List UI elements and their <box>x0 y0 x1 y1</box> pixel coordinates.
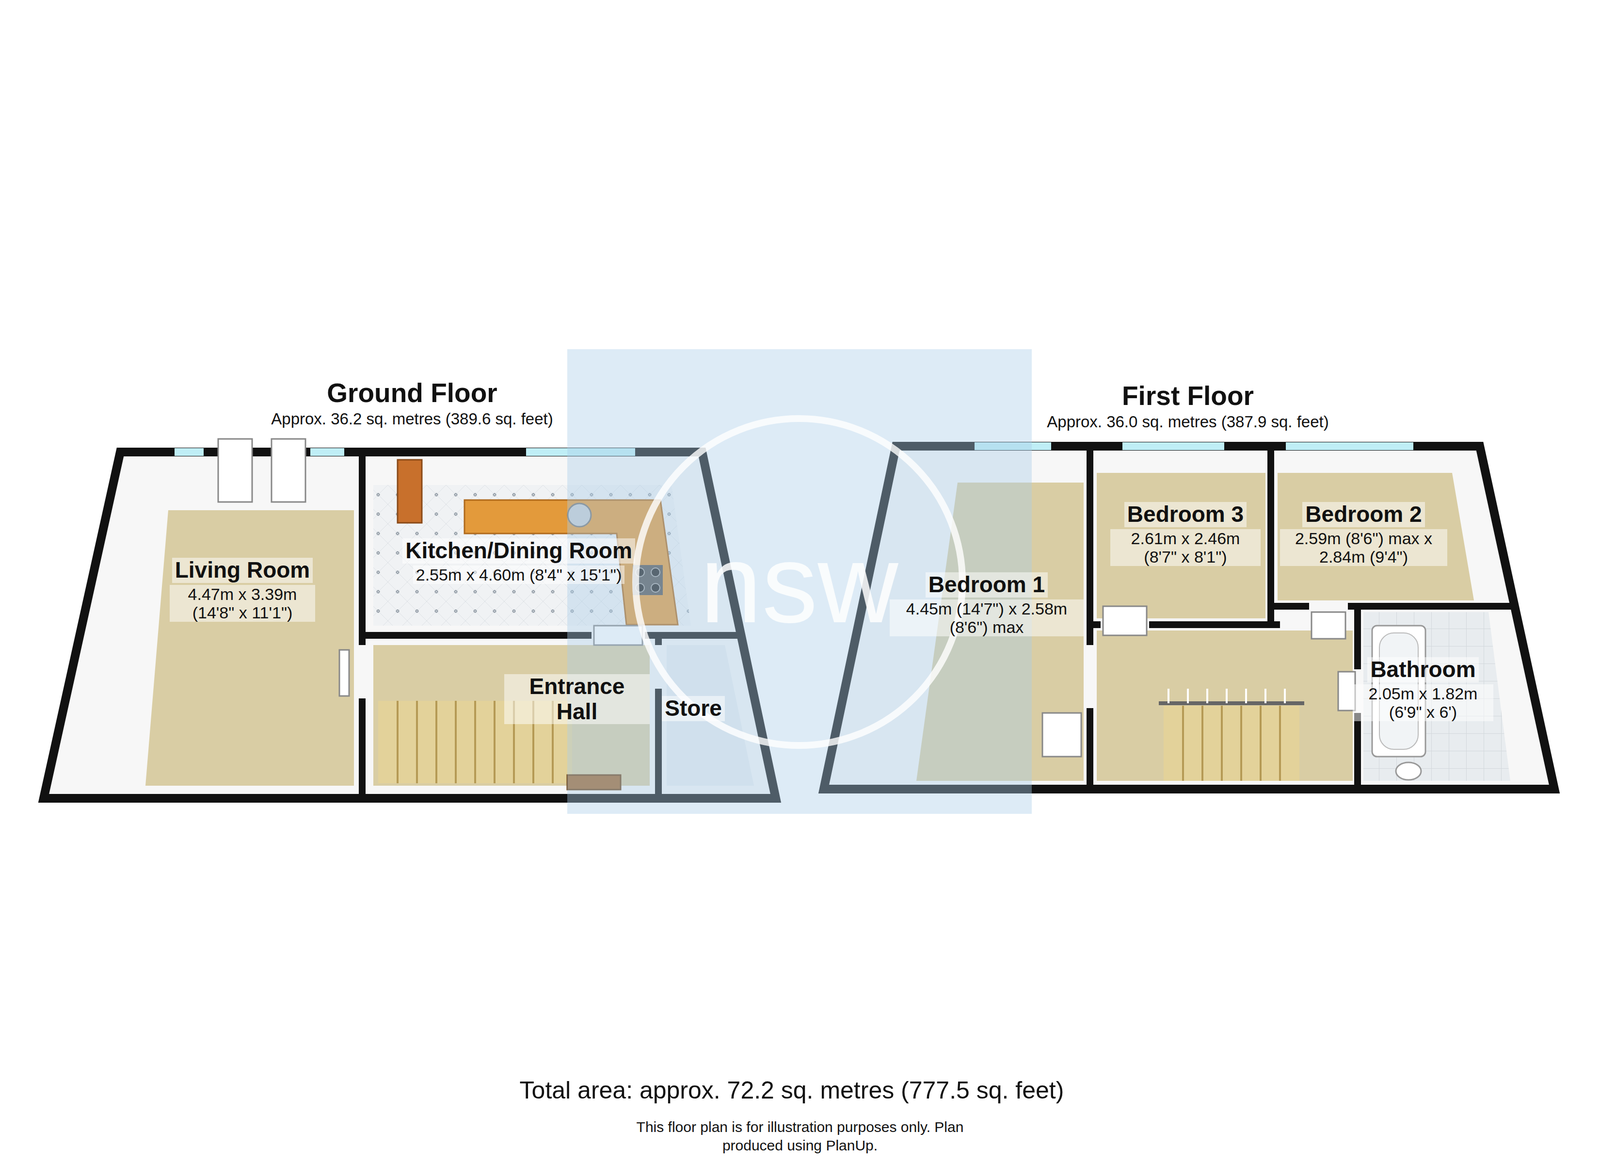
carpet <box>145 510 354 786</box>
interior-walls <box>1089 448 1512 789</box>
room-dimensions: 4.45m (14'7") x 2.58m (8'6") max <box>889 599 1084 637</box>
room-dimensions: 4.47m x 3.39m (14'8" x 11'1") <box>169 584 316 622</box>
room-dimensions: 2.55m x 4.60m (8'4" x 15'1") <box>413 565 625 584</box>
room-dimensions: 2.59m (8'6") max x 2.84m (9'4") <box>1280 528 1448 566</box>
balusters <box>1168 688 1285 704</box>
floor-heading: First Floor <box>1119 381 1257 412</box>
room-name: Living Room <box>172 557 314 583</box>
floor-plan-group: Ground FloorApprox. 36.2 sq. metres (389… <box>43 378 781 800</box>
floor-area: Approx. 36.0 sq. metres (387.9 sq. feet) <box>1043 413 1332 432</box>
carpet <box>1096 472 1266 619</box>
watermark-ring <box>635 418 963 746</box>
room-label-box: Living Room4.47m x 3.39m (14'8" x 11'1") <box>169 557 316 630</box>
room-label-box: Bedroom 22.59m (8'6") max x 2.84m (9'4") <box>1280 501 1448 574</box>
room-name: Bedroom 3 <box>1124 501 1247 528</box>
carpet <box>1277 472 1474 601</box>
doors <box>1042 606 1356 757</box>
room-name: Bedroom 1 <box>925 572 1048 598</box>
room-label-box: Entrance Hall <box>504 673 650 732</box>
room-name: Store <box>661 695 725 721</box>
watermark: nsw <box>653 513 945 654</box>
room-dimensions: 2.61m x 2.46m (8'7" x 8'1") <box>1110 528 1261 566</box>
room-label-box: Store <box>661 695 725 728</box>
windows <box>174 448 636 456</box>
room-name: Entrance Hall <box>504 673 650 724</box>
room-label-box: Bathroom2.05m x 1.82m (6'9" x 6') <box>1352 656 1494 729</box>
room-label-box: Bedroom 32.61m x 2.46m (8'7" x 8'1") <box>1110 501 1261 574</box>
floor-heading: Ground Floor <box>323 378 500 409</box>
banister <box>1158 701 1305 705</box>
windows <box>974 442 1414 450</box>
floor-area: Approx. 36.2 sq. metres (389.6 sq. feet) <box>268 410 556 429</box>
carpet <box>1096 630 1353 781</box>
floor-plan-group: First FloorApprox. 36.0 sq. metres (387.… <box>824 381 1552 803</box>
room-label-box: Bedroom 14.45m (14'7") x 2.58m (8'6") ma… <box>889 572 1084 644</box>
stair-treads <box>1183 705 1280 781</box>
room-name: Kitchen/Dining Room <box>402 538 636 564</box>
basin <box>1395 762 1422 780</box>
disclaimer-note: This floor plan is for illustration purp… <box>620 1117 980 1154</box>
total-area-caption: Total area: approx. 72.2 sq. metres (777… <box>500 1075 1083 1105</box>
room-name: Bathroom <box>1367 656 1479 683</box>
room-dimensions: 2.05m x 1.82m (6'9" x 6') <box>1352 684 1494 721</box>
room-name: Bedroom 2 <box>1302 501 1425 528</box>
room-label-box: Kitchen/Dining Room2.55m x 4.60m (8'4" x… <box>402 538 636 592</box>
stairs <box>1163 705 1300 781</box>
